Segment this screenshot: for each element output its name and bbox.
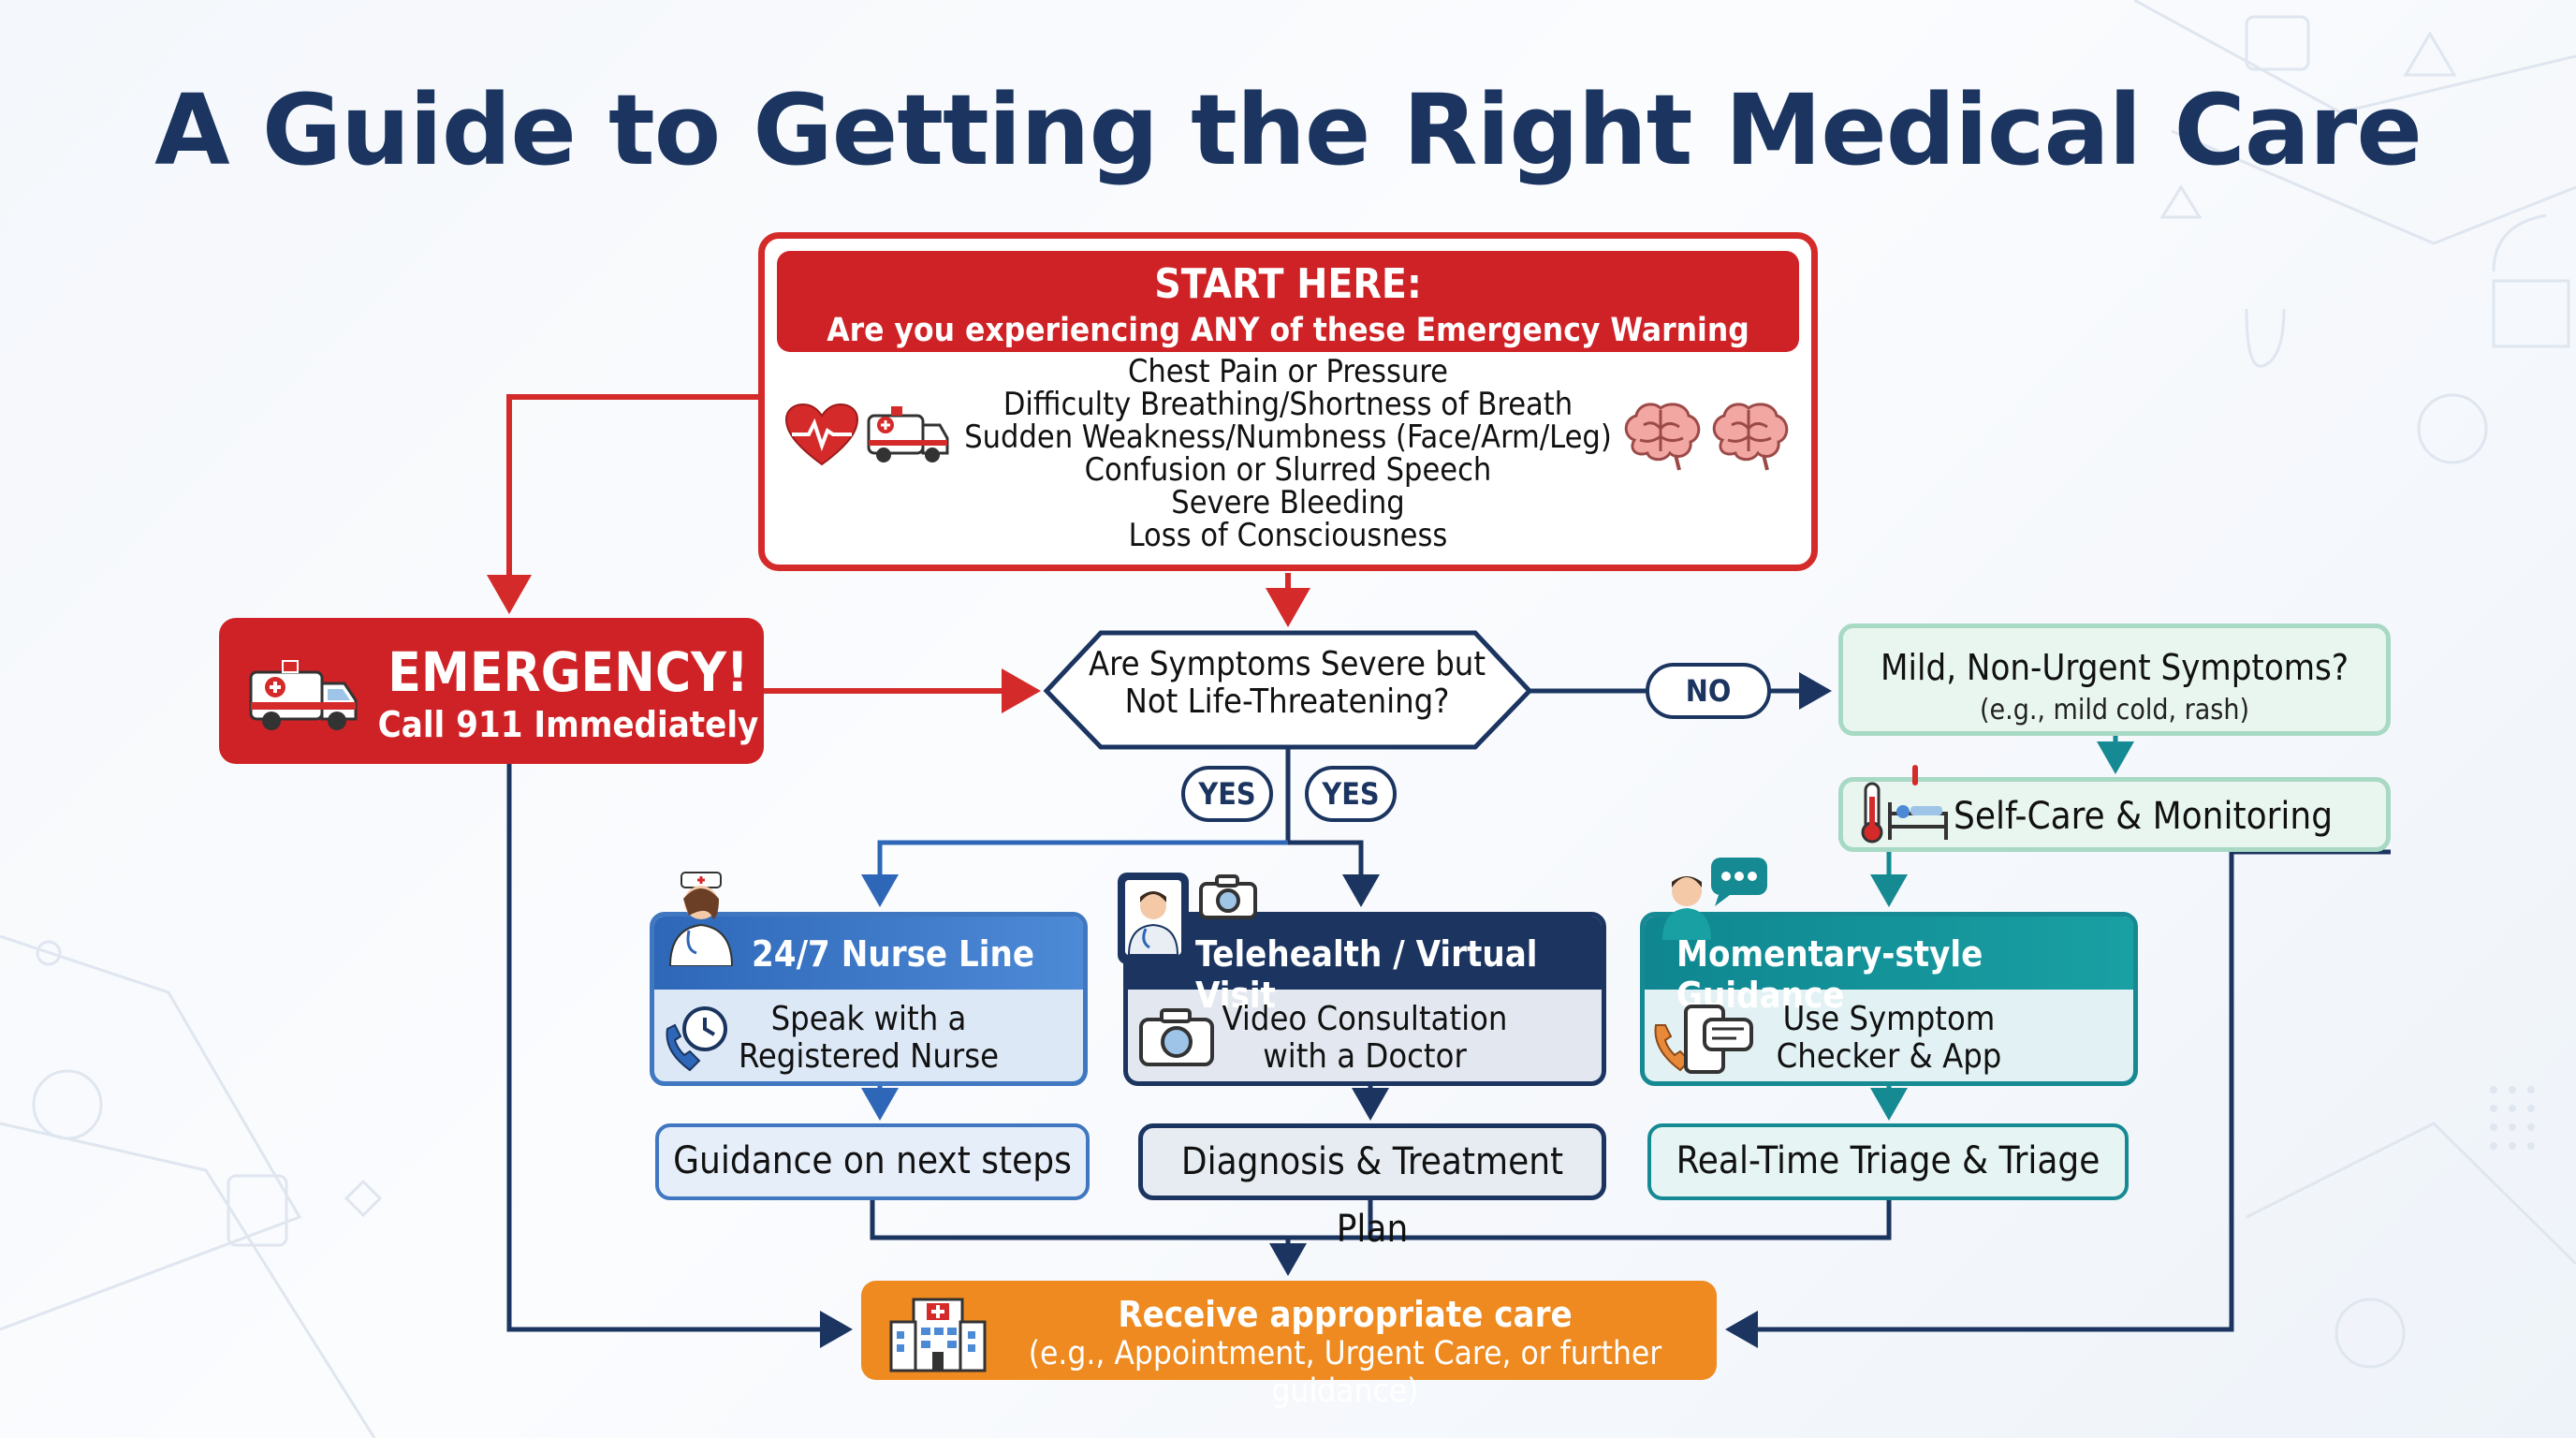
nurse-line-text: Registered Nurse xyxy=(738,1037,1000,1076)
nurse-line-title: 24/7 Nurse Line xyxy=(752,933,1035,975)
final-subtitle: (e.g., Appointment, Urgent Care, or furt… xyxy=(1028,1335,1662,1410)
start-question: Are you experiencing ANY of these Emerge… xyxy=(827,312,1749,387)
page-title: A Guide to Getting the Right Medical Car… xyxy=(154,73,2422,187)
warning-sign: Sudden Weakness/Numbness (Face/Arm/Leg) xyxy=(964,418,1612,456)
warning-sign: Chest Pain or Pressure xyxy=(1128,353,1448,390)
warning-sign: Difficulty Breathing/Shortness of Breath xyxy=(1003,386,1573,423)
heart-pulse-icon xyxy=(784,403,859,466)
nurse-line-body: Speak with a Registered Nurse xyxy=(654,990,1083,1076)
emergency-subtitle: Call 911 Immediately xyxy=(377,704,759,745)
telehealth-text: with a Doctor xyxy=(1263,1037,1467,1076)
momentary-header: Momentary-style Guidance xyxy=(1645,917,2133,1016)
warning-sign: Loss of Consciousness xyxy=(1128,517,1448,554)
telehealth-text: Video Consultation xyxy=(1222,1000,1508,1038)
final-care-box: Receive appropriate care (e.g., Appointm… xyxy=(861,1281,1717,1410)
mild-title: Mild, Non-Urgent Symptoms? xyxy=(1880,647,2349,688)
emergency-box: EMERGENCY! Call 911 Immediately xyxy=(219,618,764,764)
momentary-title: Momentary-style Guidance xyxy=(1676,933,1983,1016)
warning-sign: Confusion or Slurred Speech xyxy=(1084,451,1492,489)
brain-icon xyxy=(1712,403,1789,471)
warning-sign: Severe Bleeding xyxy=(1171,484,1405,521)
mild-symptoms-box: Mild, Non-Urgent Symptoms? (e.g., mild c… xyxy=(1838,624,2391,736)
ambulance-icon xyxy=(249,660,358,730)
dot-grid xyxy=(2490,1086,2535,1150)
self-care-label: Self-Care & Monitoring xyxy=(1954,795,2334,838)
nurse-line-text: Speak with a xyxy=(770,1000,967,1038)
telehealth-header: Telehealth / Virtual Visit xyxy=(1128,917,1602,1016)
warning-signs-list: Chest Pain or Pressure Difficulty Breath… xyxy=(899,356,1677,552)
telehealth-outcome-box: Diagnosis & Treatment Plan xyxy=(1138,1123,1606,1251)
momentary-guidance-card: Momentary-style Guidance Use Symptom Che… xyxy=(1640,912,2138,1086)
telehealth-title: Telehealth / Virtual Visit xyxy=(1195,933,1538,1016)
phone-chat-icon xyxy=(1654,1005,1753,1074)
nurse-outcome-box: Guidance on next steps xyxy=(655,1123,1090,1200)
clock-phone-icon xyxy=(666,1006,727,1072)
momentary-text: Checker & App xyxy=(1776,1037,2002,1076)
decision-line: Are Symptoms Severe but xyxy=(1088,645,1486,683)
yes-label: YES xyxy=(1305,766,1397,822)
self-care-box: Self-Care & Monitoring xyxy=(1838,765,2391,852)
yes-label: YES xyxy=(1181,766,1273,822)
no-label: NO xyxy=(1646,663,1771,719)
final-title: Receive appropriate care xyxy=(1118,1294,1573,1335)
decision-line: Not Life-Threatening? xyxy=(1124,682,1450,721)
decision-hexagon xyxy=(1043,630,1533,750)
ambulance-icon xyxy=(867,406,949,462)
emergency-title: EMERGENCY! xyxy=(388,640,749,704)
camera-icon xyxy=(1199,874,1257,919)
momentary-body: Use Symptom Checker & App xyxy=(1645,990,2133,1076)
brain-icon xyxy=(1624,403,1701,471)
nurse-icon xyxy=(668,872,734,966)
decision-question: Are Symptoms Severe but Not Life-Threate… xyxy=(1058,646,1516,721)
mild-examples: (e.g., mild cold, rash) xyxy=(1979,694,2250,726)
hospital-icon xyxy=(889,1298,987,1372)
momentary-outcome-box: Real-Time Triage & Triage xyxy=(1647,1123,2129,1200)
telehealth-card: Telehealth / Virtual Visit Video Consult… xyxy=(1123,912,1606,1086)
start-header: START HERE: Are you experiencing ANY of … xyxy=(777,251,1799,387)
user-chat-icon xyxy=(1662,858,1767,940)
thermometer-bed-icon xyxy=(1861,765,1948,844)
telehealth-body: Video Consultation with a Doctor xyxy=(1128,990,1602,1076)
camera-icon xyxy=(1139,1008,1214,1066)
doctor-tablet-icon xyxy=(1118,873,1189,964)
start-heading: START HERE: xyxy=(1154,260,1422,308)
momentary-text: Use Symptom xyxy=(1782,1000,1996,1038)
